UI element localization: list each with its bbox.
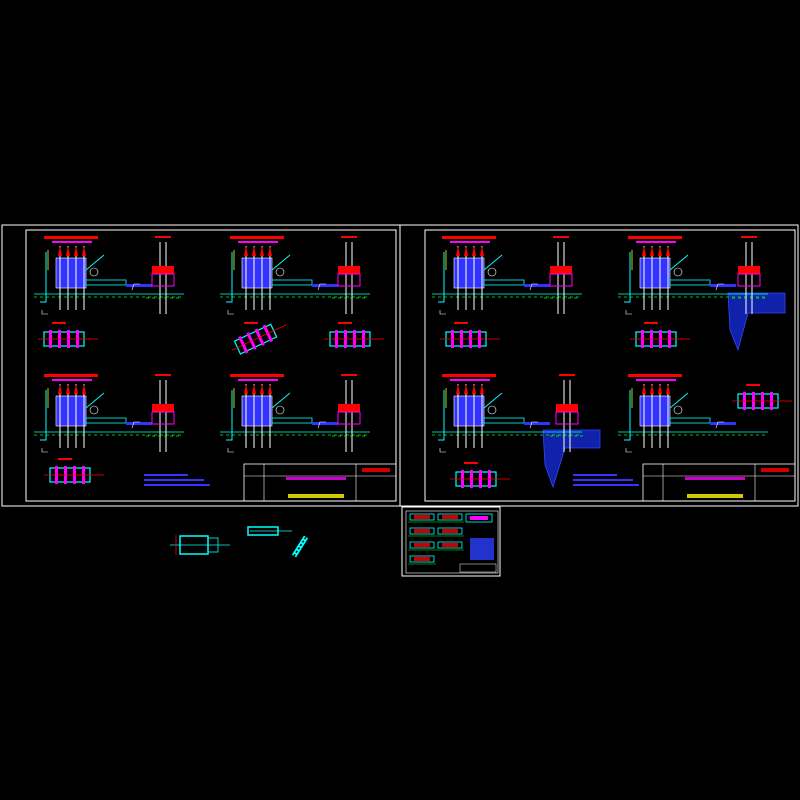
- sheet-right-detail-8: [550, 374, 584, 452]
- sheet-right-detail-6: [630, 322, 690, 348]
- sheet-right-detail-10: [732, 384, 792, 410]
- sheet-right-detail-9: [618, 374, 768, 453]
- sheet-left-detail-4: [332, 236, 366, 314]
- sheet-left: [25, 229, 397, 502]
- thumbnail-mini-details: [408, 513, 493, 565]
- sheet-right-detail-7: [432, 374, 582, 453]
- sheet-right-notes: [573, 474, 639, 486]
- sheet-right-detail-4: [732, 236, 766, 314]
- sheet-left-detail-5: [38, 322, 98, 348]
- soil-hatch-1: [727, 292, 786, 352]
- part-pipe-section: [170, 535, 230, 555]
- part-angled-rod: [291, 535, 309, 558]
- sheet-right-border: [424, 229, 796, 502]
- sheet-left-detail-3: [220, 236, 370, 315]
- sheet-left-detail-12: [44, 458, 104, 484]
- soil-hatch-2: [542, 429, 601, 489]
- sheet-left-detail-11: [332, 374, 366, 452]
- sheet-left-detail-1: [34, 236, 184, 315]
- sheet-left-detail-9: [146, 374, 180, 452]
- sheet-right-detail-3: [618, 236, 768, 315]
- sheet-right-detail-1: [432, 236, 582, 315]
- details-layer: [34, 236, 792, 565]
- sheet-left-title-block: [243, 463, 397, 502]
- sheet-left-detail-10: [220, 374, 370, 453]
- sheet-left-detail-6: [231, 322, 287, 355]
- thumbnail-sheet: [401, 506, 501, 577]
- sheet-right-title-block: [642, 463, 796, 502]
- sheet-right-detail-5: [440, 322, 500, 348]
- sheet-left-notes: [144, 474, 210, 486]
- sheet-left-detail-8: [34, 374, 184, 453]
- sheet-left-detail-2: [146, 236, 180, 314]
- sheet-left-border: [25, 229, 397, 502]
- sheet-right: [424, 229, 796, 502]
- part-flange-bar: [247, 526, 292, 536]
- sheet-right-detail-2: [544, 236, 578, 314]
- sheet-right-detail-11: [450, 462, 510, 488]
- sheet-left-detail-7: [324, 322, 384, 348]
